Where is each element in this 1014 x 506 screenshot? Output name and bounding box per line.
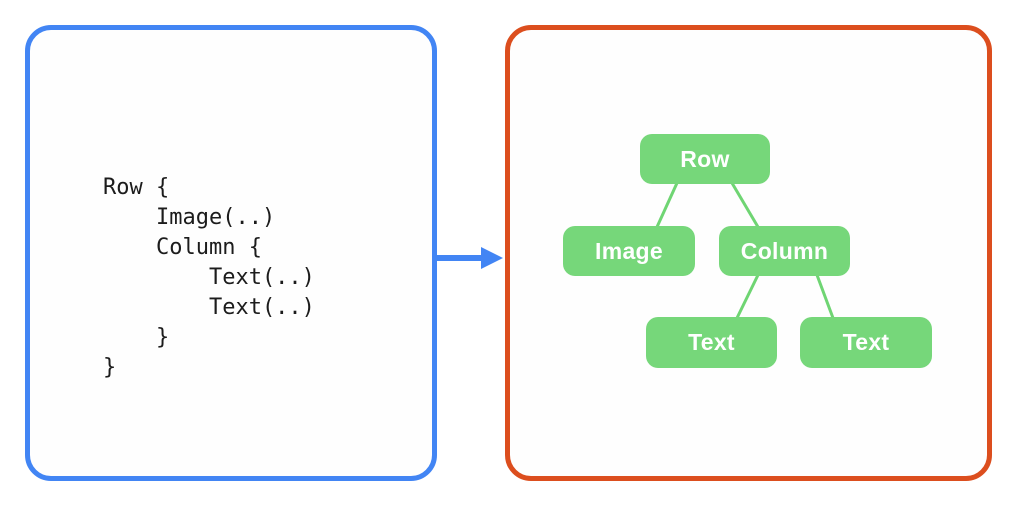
code-line: Row { — [103, 175, 170, 200]
tree-node-image: Image — [563, 226, 695, 276]
code-line: } — [103, 325, 170, 350]
tree-node-column: Column — [719, 226, 850, 276]
code-block: Row { Image(..) Column { Text(..) Text(.… — [103, 173, 315, 383]
tree-node-row: Row — [640, 134, 770, 184]
tree-node-text-right: Text — [800, 317, 932, 368]
code-line: Text(..) — [103, 295, 315, 320]
arrow-right-icon — [436, 247, 503, 269]
code-line: Text(..) — [103, 265, 315, 290]
code-line: } — [103, 355, 117, 380]
code-line: Column { — [103, 235, 262, 260]
code-line: Image(..) — [103, 205, 276, 230]
code-panel — [25, 25, 437, 481]
tree-node-text-left: Text — [646, 317, 777, 368]
